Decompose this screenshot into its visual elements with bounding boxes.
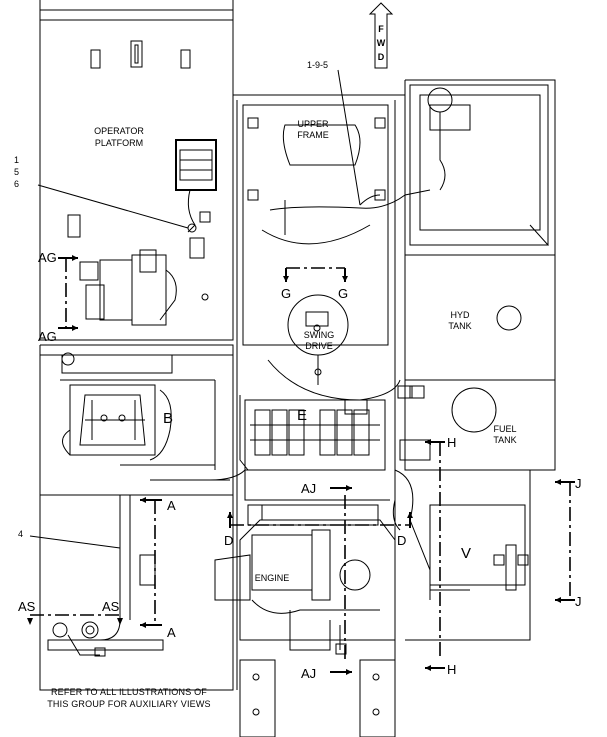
operator-platform-label-1: OPERATOR bbox=[94, 126, 144, 136]
section-g-left: G bbox=[281, 286, 291, 301]
upper-frame-label-1: UPPER bbox=[297, 119, 329, 129]
detail-v: V bbox=[461, 545, 471, 562]
swing-drive-label-2: DRIVE bbox=[305, 341, 333, 351]
detail-b: B bbox=[163, 410, 173, 427]
right-side-components bbox=[397, 87, 541, 591]
fuel-tank-label-2: TANK bbox=[493, 435, 516, 445]
fwd-label-w: W bbox=[377, 38, 386, 48]
section-d-left: D bbox=[224, 533, 233, 548]
section-a-top: A bbox=[167, 498, 176, 513]
note-line-2: THIS GROUP FOR AUXILIARY VIEWS bbox=[47, 699, 211, 709]
fuel-tank-label-1: FUEL bbox=[493, 424, 516, 434]
auxiliary-views-note: REFER TO ALL ILLUSTRATIONS OF THIS GROUP… bbox=[29, 686, 229, 710]
section-d-right: D bbox=[397, 533, 406, 548]
b-area-components bbox=[61, 352, 230, 481]
section-ag-bottom: AG bbox=[38, 329, 57, 344]
section-j-bottom: J bbox=[575, 594, 582, 609]
fwd-label-d: D bbox=[378, 52, 385, 62]
section-arrowheads bbox=[27, 255, 561, 675]
callout-leaders bbox=[29, 69, 361, 549]
callout-5: 5 bbox=[14, 167, 19, 177]
upper-frame-label-2: FRAME bbox=[297, 130, 329, 140]
detail-e: E bbox=[297, 407, 307, 424]
section-ag-top: AG bbox=[38, 250, 57, 265]
section-h-top: H bbox=[447, 435, 456, 450]
swing-drive-label-1: SWING bbox=[304, 330, 335, 340]
hyd-tank-label-2: TANK bbox=[448, 321, 471, 331]
note-line-1: REFER TO ALL ILLUSTRATIONS OF bbox=[50, 687, 207, 697]
section-as-right: AS bbox=[102, 599, 120, 614]
labels: 1-9-5 1 5 6 4 OPERATOR PLATFORM UPPER FR… bbox=[14, 60, 582, 681]
section-h-bottom: H bbox=[447, 662, 456, 677]
forward-arrow: F W D bbox=[368, 2, 394, 69]
e-area-components bbox=[244, 294, 390, 501]
callout-1-9-5: 1-9-5 bbox=[307, 60, 328, 70]
operator-platform-label-2: PLATFORM bbox=[95, 138, 143, 148]
operator-platform-details bbox=[67, 40, 217, 326]
callout-1: 1 bbox=[14, 155, 19, 165]
section-g-right: G bbox=[338, 286, 348, 301]
section-a-bottom: A bbox=[167, 625, 176, 640]
lower-left-components bbox=[47, 495, 164, 657]
fwd-label-f: F bbox=[378, 24, 384, 34]
section-aj-bottom: AJ bbox=[301, 666, 316, 681]
hyd-tank-label-1: HYD bbox=[450, 310, 470, 320]
engine-label: ENGINE bbox=[255, 573, 290, 583]
engine-components bbox=[214, 504, 396, 655]
section-aj-top: AJ bbox=[301, 481, 316, 496]
section-cut-lines bbox=[30, 257, 575, 673]
section-as-left: AS bbox=[18, 599, 36, 614]
section-j-top: J bbox=[575, 476, 582, 491]
callout-6: 6 bbox=[14, 179, 19, 189]
callout-4: 4 bbox=[18, 529, 23, 539]
frame-outlines bbox=[39, 0, 556, 737]
